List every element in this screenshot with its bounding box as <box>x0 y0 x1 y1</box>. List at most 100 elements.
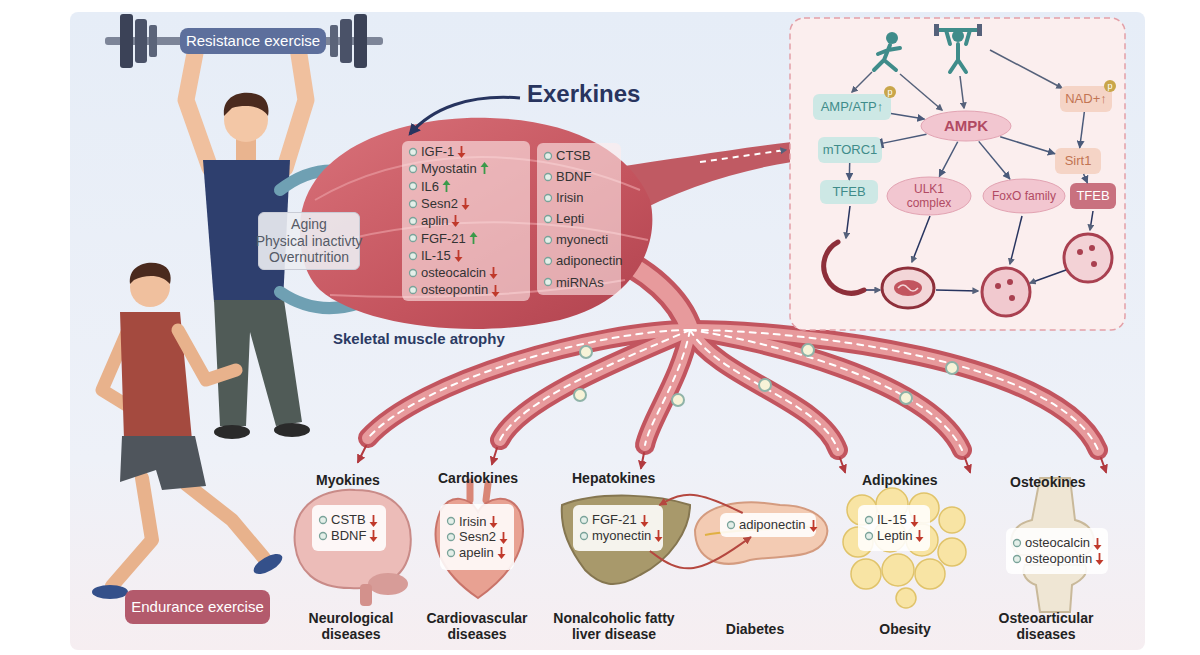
node-text: Leptin <box>877 528 912 544</box>
text-row: IL-15 <box>408 248 463 264</box>
bullet-circle <box>581 532 588 539</box>
node-text: osteocalcin <box>421 265 486 281</box>
lifter-icon-plate <box>977 24 982 36</box>
text-row: IL6 <box>408 179 451 195</box>
vessel-lumen <box>500 330 690 440</box>
heart <box>436 499 523 598</box>
node-text: FGF-21 <box>421 231 466 247</box>
ellipse-shape <box>921 111 1011 141</box>
arrow-head-shape <box>490 523 498 528</box>
bullet-dot <box>543 214 553 224</box>
exerkine-list: CTSBBDNFIrisinLeptimyonectiadiponectinmi… <box>537 143 621 295</box>
text-row: adiponectin <box>726 517 818 533</box>
decrease-arrow <box>499 531 508 544</box>
decrease-arrow <box>1095 552 1104 565</box>
mitochondrion <box>894 280 922 296</box>
arrow-head-shape <box>499 539 507 544</box>
increase-arrow <box>442 180 451 193</box>
node-text: AMP/ATP↑ <box>821 99 884 115</box>
bullet-circle <box>410 287 417 294</box>
text-row: FoxO family <box>992 189 1056 203</box>
arrow-connector <box>1000 137 1055 154</box>
arrow-connector <box>650 537 751 568</box>
increase-arrow <box>480 162 489 175</box>
text-row: FGF-21 <box>408 231 478 247</box>
bullet-dot <box>446 548 456 558</box>
bullet-dot <box>408 164 418 174</box>
runner-shorts <box>120 436 206 490</box>
arrow-head-shape <box>452 222 460 227</box>
bullet-dot <box>408 233 418 243</box>
text-row: Sirt1 <box>1065 153 1092 169</box>
lysosome-granule <box>1007 279 1013 285</box>
node-text: BDNF <box>556 169 591 185</box>
bullet-circle <box>1014 555 1021 562</box>
bullet-dot <box>543 277 553 287</box>
bullet-dot <box>579 531 589 541</box>
pathway-box: TFEB <box>820 180 878 204</box>
node-text: CTSB <box>556 148 591 164</box>
node-text: IL6 <box>421 179 439 195</box>
exerkine-particle <box>946 362 958 374</box>
node-text: CSTB <box>331 512 366 528</box>
text-row: BDNF <box>543 169 591 185</box>
arrow-head-shape <box>1094 545 1102 550</box>
arrow-head-shape <box>469 232 477 237</box>
node-text: Endurance exercise <box>131 598 264 616</box>
pathway-box: NAD+↑ <box>1060 86 1112 112</box>
text-row: Sesn2 <box>446 529 508 545</box>
category-heading: Cardiokines <box>438 470 518 486</box>
signal-arrow <box>1010 216 1022 264</box>
node-text: Sirt1 <box>1065 153 1092 169</box>
vessel-lumen <box>690 330 962 450</box>
organ-factor-box: CSTBBDNF <box>312 505 386 551</box>
arrow-head-shape <box>454 257 462 262</box>
node-text: Physical inactivty <box>256 233 363 250</box>
bullet-dot <box>408 251 418 261</box>
text-row: Myostatin <box>408 161 489 177</box>
arrow-connector <box>1080 112 1085 148</box>
flow-line <box>645 330 690 445</box>
disease-label: Neurological diseases <box>296 610 406 642</box>
bullet-dot <box>543 256 553 266</box>
node-text: AMPK <box>944 117 988 135</box>
flow-arrow <box>840 458 845 472</box>
bullet-circle <box>545 258 552 265</box>
text-row: osteocalcin <box>1012 535 1102 551</box>
lifter-shoe <box>274 423 310 437</box>
bullet-circle <box>545 173 552 180</box>
arrow-head-shape <box>910 522 918 527</box>
flow-line <box>690 330 1098 450</box>
exerkine-particle <box>580 346 592 358</box>
bullet-dot <box>579 515 589 525</box>
signal-arrow <box>990 50 1062 88</box>
decrease-arrow <box>451 214 460 227</box>
signal-arrow <box>846 206 850 238</box>
node-text: BDNF <box>331 528 366 544</box>
decrease-arrow <box>1093 537 1102 550</box>
text-row: CSTB <box>318 512 378 528</box>
fat-cell <box>896 588 916 608</box>
node-text: TFEB <box>1076 188 1109 204</box>
node-text: FGF-21 <box>592 512 637 528</box>
arrow-head-shape <box>458 153 466 158</box>
lifter-arm <box>186 48 210 168</box>
node-text: NAD+↑ <box>1065 91 1107 107</box>
decrease-arrow <box>491 284 500 297</box>
runner-leg <box>112 478 152 586</box>
exerkine-list: IGF-1MyostatinIL6Sesn2aplinFGF-21IL-15os… <box>402 141 530 301</box>
node-text: Irisin <box>556 190 583 206</box>
arrow-head-shape <box>809 527 817 532</box>
node-text: Sesn2 <box>421 196 458 212</box>
bullet-dot <box>408 147 418 157</box>
phosphate-mark: p <box>1104 80 1116 92</box>
mitochondrion-crista <box>898 285 918 291</box>
pathway-ellipse: ULK1 complex <box>886 176 972 216</box>
text-row: Overnutrition <box>269 249 349 266</box>
exerkine-particle <box>574 389 586 401</box>
node-text: IL-15 <box>877 512 907 528</box>
arrow-head-shape <box>640 522 648 527</box>
signal-arrow <box>900 74 942 110</box>
signal-arrow <box>866 289 880 291</box>
